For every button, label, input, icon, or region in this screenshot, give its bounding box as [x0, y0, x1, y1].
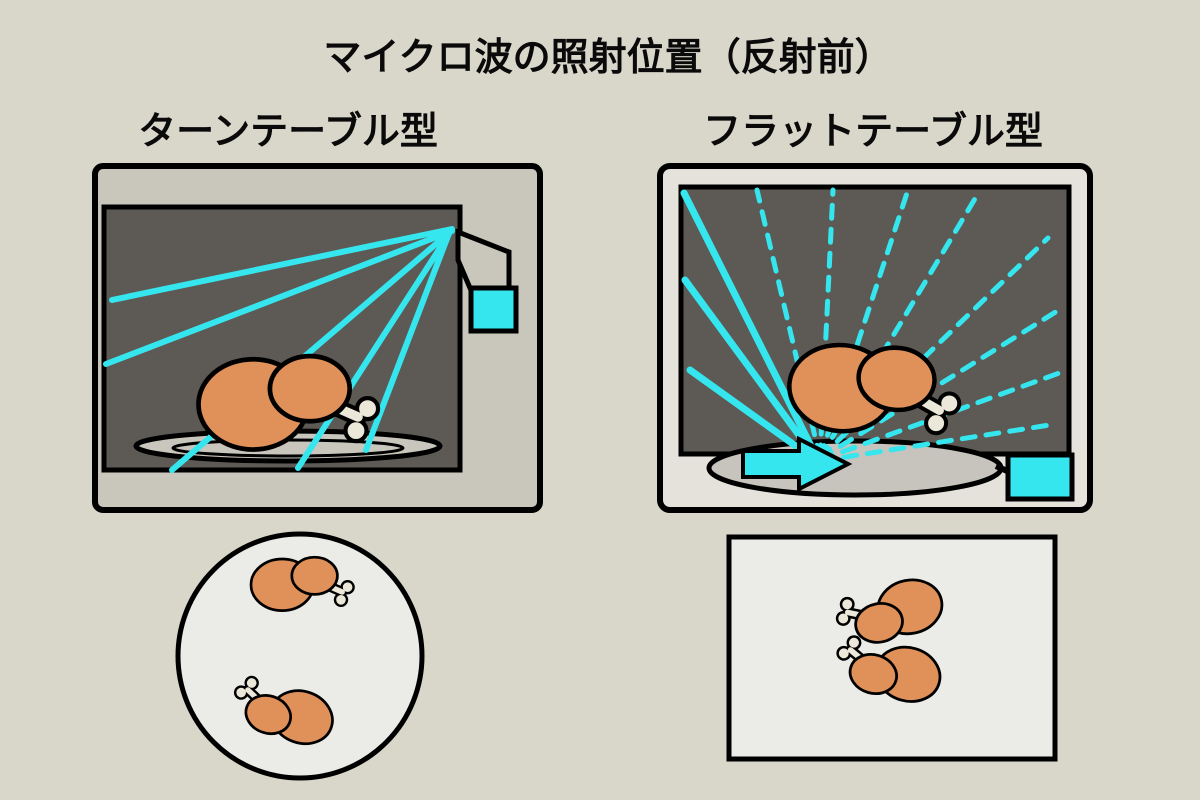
microwave-ray	[686, 366, 822, 466]
turntable-disc	[175, 531, 425, 781]
microwave-ray	[363, 233, 451, 453]
turntable-top-view	[175, 531, 425, 781]
microwave-ray-dashed	[817, 421, 1059, 464]
magnetron-box	[468, 285, 519, 334]
microwave-feed-arrow	[741, 435, 853, 493]
turntable-oven-side-view	[92, 163, 543, 513]
diagram-title: マイクロ波の照射位置（反射前）	[323, 35, 892, 79]
microwave-ray-dashed	[817, 305, 1065, 462]
flat-table-rect	[726, 534, 1058, 762]
flat-table-oven-side-view	[657, 163, 1093, 513]
microwave-ray	[109, 226, 455, 303]
microwave-ray	[103, 228, 455, 367]
microwave-ray	[681, 276, 822, 465]
flat-table-top-view	[726, 534, 1058, 762]
microwave-ray-dashed	[817, 187, 836, 461]
flat-table-panel-label: フラットテーブル型	[703, 109, 1043, 153]
microwave-rays-right-solid	[680, 189, 822, 466]
microwave-ray	[680, 189, 822, 464]
microwave-ray	[295, 231, 452, 471]
magnetron-box	[1005, 452, 1075, 502]
turntable-panel-label: ターンテーブル型	[138, 109, 438, 153]
